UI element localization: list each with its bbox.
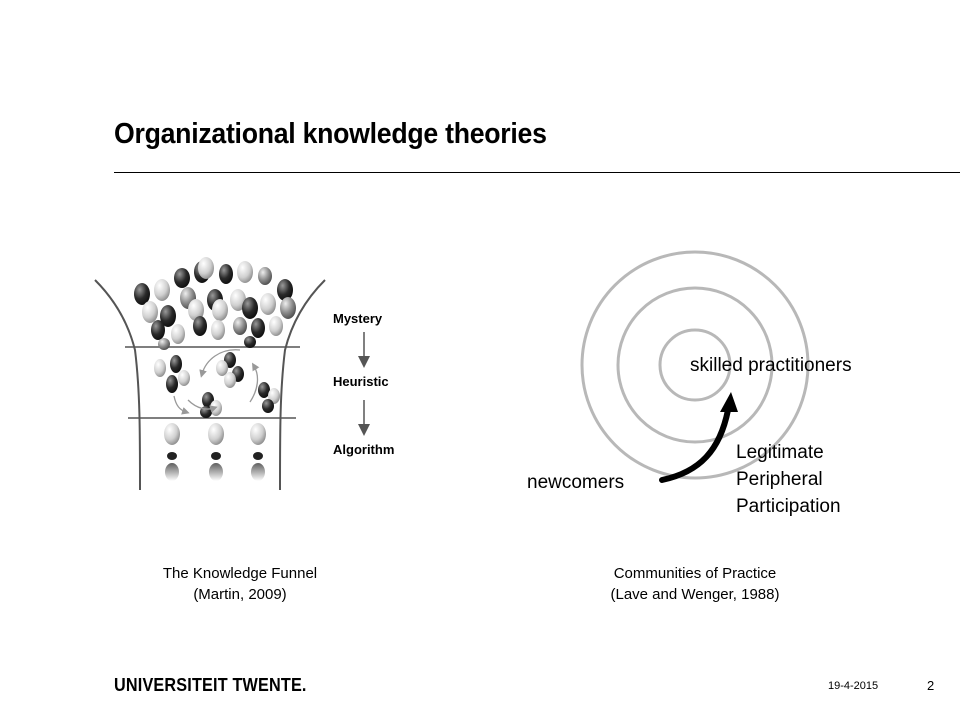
lpp-label: Legitimate Peripheral Participation: [736, 439, 841, 520]
communities-caption-citation: (Lave and Wenger, 1988): [610, 586, 780, 603]
lpp-line-1: Legitimate: [736, 442, 824, 463]
participation-arrow: [659, 407, 731, 483]
communities-caption-title: Communities of Practice: [613, 565, 777, 582]
lpp-line-3: Participation: [736, 496, 841, 517]
slide-date: 19-4-2015: [828, 680, 879, 692]
middle-ring: [616, 286, 774, 444]
slide-title: Organizational knowledge theories: [114, 118, 547, 150]
mystery-particles: [134, 257, 296, 350]
algorithm-particles: [164, 423, 266, 481]
newcomers-label: newcomers: [527, 472, 625, 493]
page-number: 2: [927, 678, 935, 693]
lpp-line-2: Peripheral: [736, 469, 823, 490]
inner-ring: [658, 328, 732, 402]
stage-label-heuristic: Heuristic: [333, 374, 389, 389]
knowledge-funnel-diagram: [94, 257, 370, 490]
funnel-left-wall: [94, 279, 141, 490]
skilled-practitioners-label: skilled practitioners: [690, 355, 852, 376]
funnel-right-wall: [279, 279, 326, 490]
communities-caption: Communities of Practice (Lave and Wenger…: [560, 563, 830, 605]
heuristic-particles: [154, 352, 280, 418]
stage-label-mystery: Mystery: [333, 311, 383, 326]
university-logo: UNIVERSITEIT TWENTE.: [114, 675, 307, 695]
participation-arrowhead: [720, 392, 738, 412]
title-divider: [114, 172, 960, 173]
outer-ring: [580, 250, 810, 480]
stage-label-algorithm: Algorithm: [333, 442, 395, 457]
funnel-caption-citation: (Martin, 2009): [193, 586, 287, 603]
heuristic-cycle-arrows: [173, 349, 260, 415]
funnel-caption-title: The Knowledge Funnel: [162, 565, 318, 582]
communities-of-practice-diagram: [580, 250, 810, 483]
funnel-caption: The Knowledge Funnel (Martin, 2009): [120, 563, 360, 605]
